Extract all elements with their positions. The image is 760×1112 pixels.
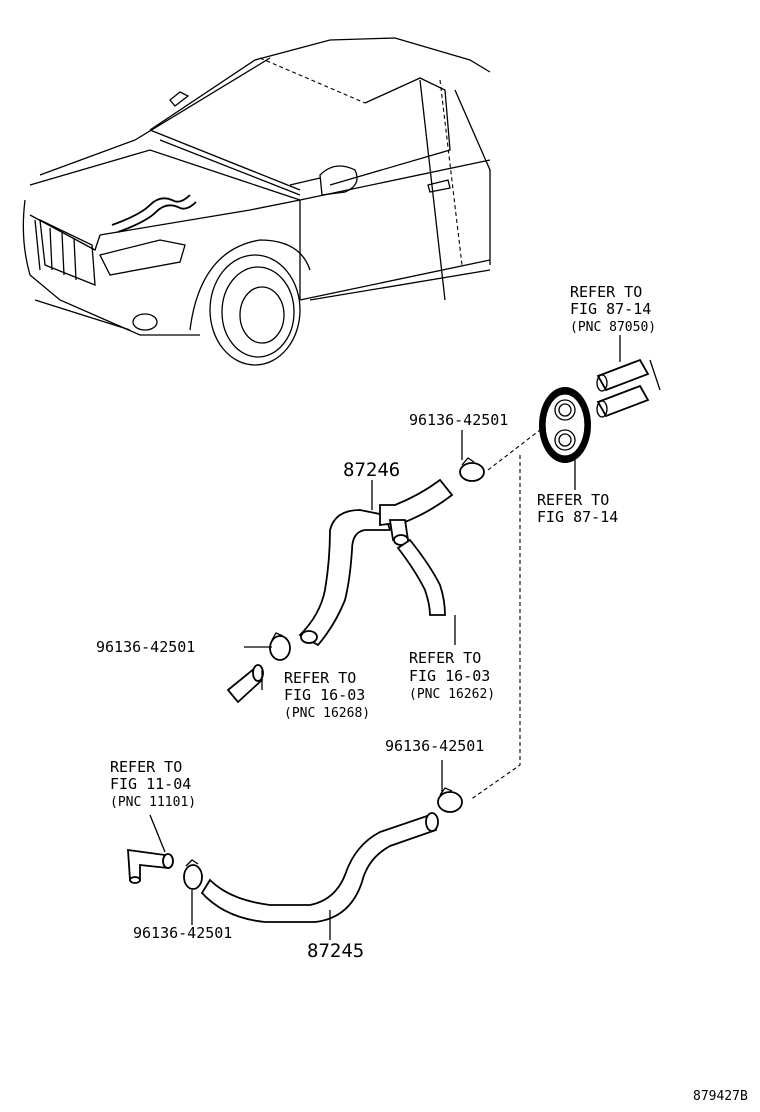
clamp-lower-left xyxy=(183,859,203,890)
ref-11101-line3: (PNC 11101) xyxy=(110,795,196,810)
ref-11101-line2: FIG 11-04 xyxy=(110,775,191,793)
clamp-upper-right xyxy=(459,457,485,482)
ref-16262-line2: FIG 16-03 xyxy=(409,667,490,685)
ref-16262-line1: REFER TO xyxy=(409,649,481,667)
heater-pipes xyxy=(596,358,661,418)
hose-87245 xyxy=(200,812,439,923)
grommet xyxy=(539,387,591,463)
clamp-label-2: 96136-42501 xyxy=(96,638,195,656)
pipe-16268 xyxy=(226,664,264,704)
hose-87246 xyxy=(298,478,454,647)
car-illustration xyxy=(22,37,491,366)
clamp-lower-right xyxy=(437,787,463,813)
clamp-label-3: 96136-42501 xyxy=(385,737,484,755)
part-label-87246: 87246 xyxy=(343,459,400,481)
ref-11101-line1: REFER TO xyxy=(110,758,182,776)
ref-16268-line3: (PNC 16268) xyxy=(284,706,370,721)
ref-16262-line3: (PNC 16262) xyxy=(409,687,495,702)
clamp-label-1: 96136-42501 xyxy=(409,411,508,429)
figure-id: 879427B xyxy=(693,1089,748,1104)
part-label-87245: 87245 xyxy=(307,940,364,962)
ref-87050-line3: (PNC 87050) xyxy=(570,320,656,335)
clamp-label-4: 96136-42501 xyxy=(133,924,232,942)
ref-87050-line2: FIG 87-14 xyxy=(570,300,651,318)
ref-16268-line2: FIG 16-03 xyxy=(284,686,365,704)
ref-16268-line1: REFER TO xyxy=(284,669,356,687)
ref-87050-line1: REFER TO xyxy=(570,283,642,301)
ref-grommet-line1: REFER TO xyxy=(537,491,609,509)
clamp-mid-left xyxy=(269,632,291,661)
pipe-11101 xyxy=(127,848,174,884)
ref-grommet-line2: FIG 87-14 xyxy=(537,508,618,526)
